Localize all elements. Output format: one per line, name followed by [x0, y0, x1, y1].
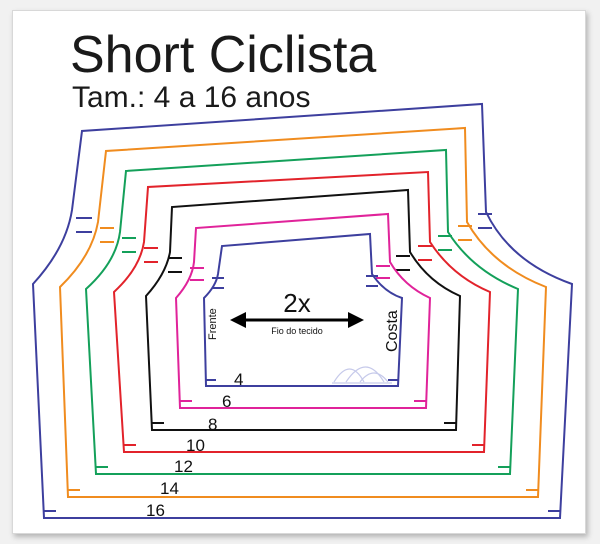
- watermark-logo: [332, 366, 392, 384]
- size-label-8: 8: [208, 415, 217, 434]
- grain-arrow: [230, 312, 364, 328]
- size-16-outline: [31, 102, 574, 519]
- size-label-12: 12: [174, 457, 193, 476]
- size-12-outline: [84, 148, 520, 475]
- front-label: Frente: [207, 308, 219, 340]
- size-label-16: 16: [146, 501, 165, 520]
- size-6-outline: [174, 212, 432, 409]
- size-10-outline: [112, 170, 492, 453]
- size-4-outline: [202, 232, 404, 387]
- size-label-4: 4: [234, 370, 243, 389]
- size-8-outline: [144, 188, 462, 431]
- multiplier-label: 2x: [283, 288, 310, 318]
- size-label-14: 14: [160, 479, 179, 498]
- grain-label: Fio do tecido: [271, 326, 323, 336]
- size-label-10: 10: [186, 436, 205, 455]
- pattern-subtitle: Tam.: 4 a 16 anos: [72, 81, 310, 114]
- size-label-6: 6: [222, 392, 231, 411]
- size-14-outline: [58, 126, 548, 498]
- pattern-card: [12, 10, 586, 534]
- back-label: Costa: [384, 310, 401, 352]
- pattern-title: Short Ciclista: [70, 26, 376, 84]
